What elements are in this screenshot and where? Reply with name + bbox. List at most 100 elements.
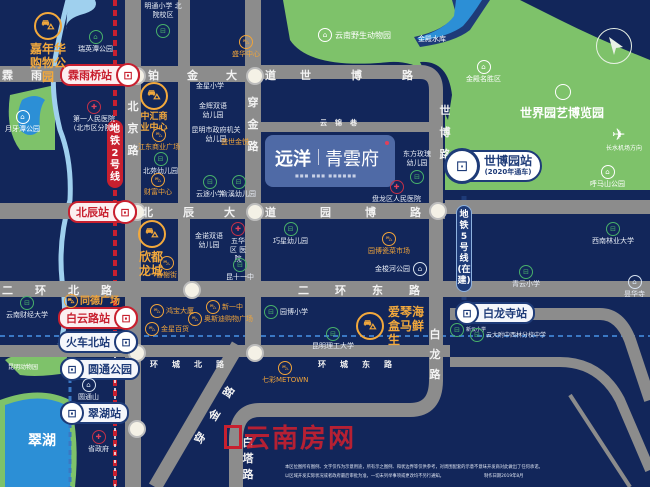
road-label-erhuan-dong: 二环东路 — [298, 284, 446, 297]
station-baiyunlu[interactable]: 白云路站 ⊡ — [58, 306, 138, 330]
tree-icon — [555, 84, 571, 100]
cart-icon: ⛍ — [34, 12, 62, 40]
station-huochebei[interactable]: 火车北站⊡ — [58, 330, 138, 354]
north-arrow-icon — [609, 37, 623, 55]
poi-ruiyan: ⌂瑞英潭公园 — [78, 30, 113, 54]
train-icon: ⊡ — [60, 401, 84, 425]
road-label-huancheng-bei: 环城北路 — [150, 360, 238, 369]
poi-yuxi-kg: ⊟俞溪幼儿园 — [221, 175, 256, 199]
road-label-bojin: 铂金大道 — [148, 69, 304, 82]
divider — [318, 149, 319, 165]
poi-yunzhong: ⊟云大附中西林分校中学 — [470, 328, 546, 343]
label-expo: 世界园艺博览园 — [520, 106, 605, 120]
project-marker[interactable]: 远洋 青雲府 ■■■ ■■■ ■■■■■■ — [265, 135, 395, 187]
label-reservoir: 金殿水库 — [418, 35, 446, 43]
poi-jinnuo-kg: 金诺双语 幼儿园 — [195, 232, 223, 249]
airplane-icon: ✈ — [612, 125, 626, 144]
road-label-bailong: 白龙路 — [429, 328, 441, 381]
poi-jinxing-school: 金星小学 — [196, 82, 224, 90]
road-label-beichen: 北辰大道 — [142, 206, 306, 219]
train-icon: ⊡ — [114, 330, 138, 354]
road-node — [246, 344, 264, 362]
label-cuihu: 翠湖 — [28, 433, 56, 449]
train-icon: ⊡ — [114, 306, 138, 330]
production-date: 制作日期2019年8月 — [483, 474, 524, 479]
train-icon: ⊡ — [60, 357, 84, 381]
disclaimer-line-1: 本区位图所有图例、文字仅作为示意用途，所有示之图例、和状边界等仅供参考，对周围配… — [285, 465, 543, 470]
shop-aiqinhai: ⛍爱琴海盒马鲜生 — [356, 305, 430, 347]
road-chuanjin — [245, 0, 261, 350]
compass — [596, 28, 632, 64]
poi-tanhua: ⌂昙华寺 — [624, 275, 645, 299]
shop-jianianhua: ⛍嘉年华购物公园 — [28, 12, 68, 84]
poi-hospital-1: ✚第一人民医院 (北市区分院) — [68, 100, 120, 133]
poi-zoo: ⌂云南野生动物园 — [318, 28, 391, 43]
road-hangrui — [178, 0, 190, 290]
project-name-left: 远洋 — [275, 149, 311, 170]
poi-yuanbo-school: ⊟园博小学 — [264, 305, 308, 320]
disclaimer: 本区位图所有图例、文字仅作为示意用途，所有示之图例、和状边界等仅供参考，对周围配… — [285, 463, 543, 481]
road-label-huancheng-dong: 环城东路 — [318, 360, 406, 369]
poi-xiangshu: ⛍香榭街 — [156, 256, 177, 280]
station-label: 圆通公园 — [88, 363, 132, 376]
road-node — [183, 281, 201, 299]
station-yuantong[interactable]: ⊡ 圆通公园 — [60, 357, 140, 381]
poi-yuanbo-market: ⛍园博瓷菜市场 — [368, 232, 410, 256]
metro-line-5-badge: 地铁5号线(在建) — [456, 205, 472, 292]
poi-panlong-hospital: ✚盘龙区人民医院 — [372, 180, 421, 204]
road-label-yuanbo: 园博路 — [320, 206, 455, 219]
poi-yuantongshan: ⌂圆通山 — [78, 378, 99, 402]
road-node — [246, 203, 264, 221]
road-node — [246, 67, 264, 85]
station-label: 霖雨桥站 — [68, 69, 112, 82]
project-dot — [385, 141, 389, 145]
poi-qingyun-school: ⊟青云小学 — [512, 265, 540, 289]
poi-qiaoxing-kg: ⊟巧星幼儿园 — [273, 222, 308, 246]
shop-xindu: ⛍欣都龙城 — [138, 220, 166, 278]
poi-kmlg: ⊟昆明理工大学 — [312, 327, 354, 351]
cart-icon: ⛍ — [138, 220, 166, 248]
station-label: 白云路站 — [66, 312, 110, 325]
road-label-erhuan-bei: 二环北路 — [2, 284, 134, 297]
road-label-beijing: 北京路 — [127, 100, 139, 157]
poi-shengzhengfu: ✚省政府 — [88, 430, 109, 454]
poi-aoti: ⛍奥斯迪购物广场 — [188, 312, 253, 327]
road-label-shibo-v: 世博路 — [439, 104, 451, 161]
shop-zhonghui: ⛍中汇商业中心 — [140, 82, 168, 134]
road-label-yuyu: 霖雨路 — [2, 69, 89, 82]
poi-jinsuohe-park: 金梭河公园⌂ — [375, 262, 427, 277]
train-icon: ⊡ — [116, 63, 140, 87]
shop-tongde: ⛍同德广场 — [64, 294, 120, 309]
station-beichen[interactable]: 北辰站⊡ — [68, 200, 137, 224]
station-bailongsi[interactable]: ⊡ 白龙寺站 — [455, 301, 535, 325]
train-icon: ⊡ — [455, 301, 479, 325]
disclaimer-line-2: 以区域开发实际状况或者政府最后审批为准，一切未列举事项或更改均不另行通知。 — [285, 474, 444, 479]
metro-line-2-badge: 地铁2号线 — [107, 120, 123, 188]
poi-mingtong-school: 明通小学 北院校区⊟ — [143, 2, 183, 39]
station-sublabel: (2020年通车) — [484, 168, 532, 176]
road-yunjin — [250, 122, 436, 132]
station-cuihu[interactable]: ⊡ 翠湖站 — [60, 401, 129, 425]
station-label: 白龙寺站 — [483, 307, 527, 320]
label-kunming-zoo: 昆明动物园 — [8, 364, 39, 371]
poi-jindian: ⌂金殿名胜区 — [466, 60, 501, 84]
station-shiboyuan[interactable]: ⊡ 世博园站 (2020年通车) — [444, 148, 543, 184]
poi-gov-kg: 昆明市政府机关 幼儿园 — [191, 126, 241, 143]
road-yuanbo-east — [445, 200, 650, 214]
train-icon: ⊡ — [113, 200, 137, 224]
project-subtitle: ■■■ ■■■ ■■■■■■ — [295, 173, 357, 178]
poi-shenghua: ⛍盛华中心 — [232, 35, 260, 59]
poi-yuntu-school: ⊟云途小学 — [196, 175, 224, 199]
project-name-right: 青雲府 — [325, 149, 379, 170]
poi-jinxing-mall: ⛍金星百货 — [145, 322, 189, 337]
station-label: 翠湖站 — [88, 407, 121, 420]
road-node — [128, 420, 146, 438]
poi-hongbao: ⛍鸿宝大厦 — [150, 304, 194, 319]
train-icon: ⊡ — [444, 148, 480, 184]
station-linyuqiao[interactable]: 霖雨桥站 ⊡ — [60, 63, 140, 87]
poi-xinchi: ⛍新一中 — [206, 300, 243, 315]
road-label-baita: 白塔路 — [242, 436, 254, 481]
station-label: 世博园站 — [484, 154, 533, 168]
cart-icon: ⛍ — [140, 82, 168, 110]
